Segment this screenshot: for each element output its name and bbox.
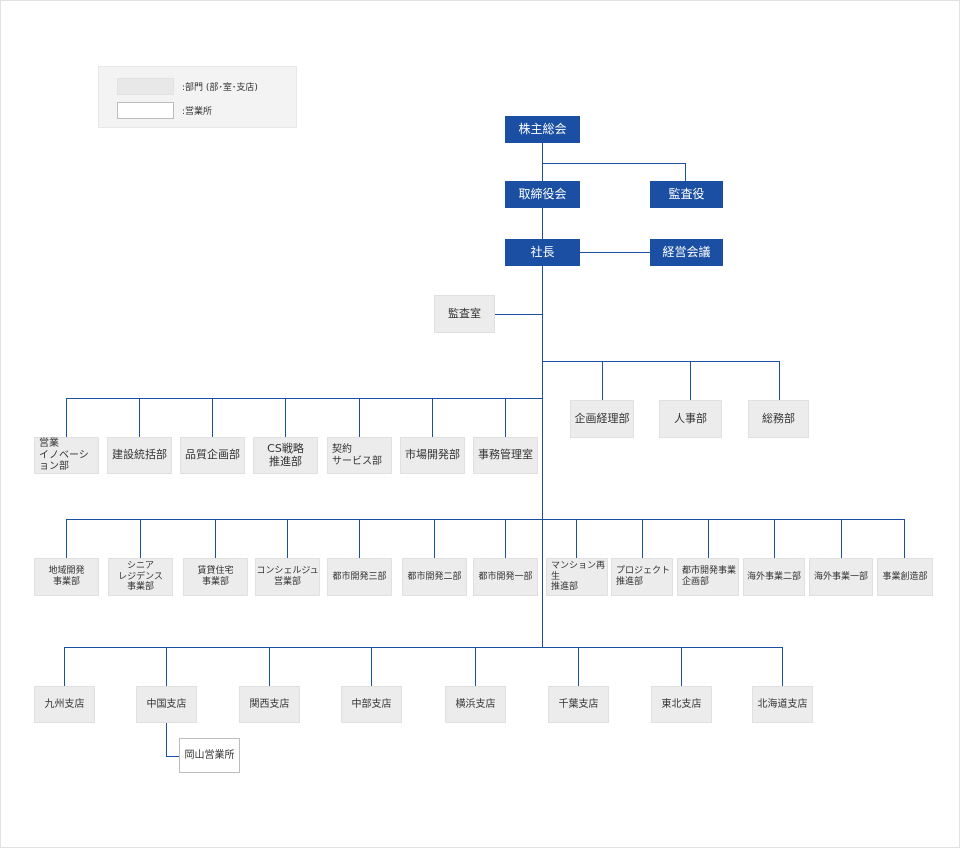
node-dept-row2: 海外事業二部	[743, 558, 805, 596]
node-dept-row2: 地域開発 事業部	[34, 558, 99, 596]
legend: :部門 (部･室･支店) :営業所	[98, 66, 297, 128]
legend-swatch-office	[117, 102, 174, 119]
node-dept-row2: コンシェルジュ 営業部	[255, 558, 320, 596]
node-branch: 横浜支店	[445, 686, 506, 723]
legend-swatch-dept	[117, 78, 174, 95]
node-dept-row2: 都市開発二部	[402, 558, 467, 596]
node-dept-row1: 営業 イノベーション部	[34, 437, 99, 474]
node-branch: 千葉支店	[548, 686, 609, 723]
node-auditor: 監査役	[650, 181, 723, 208]
legend-office-label: :営業所	[182, 107, 213, 117]
node-dept-row2: 都市開発事業 企画部	[677, 558, 739, 596]
node-staff: 人事部	[659, 400, 722, 438]
node-dept-row2: マンション再生 推進部	[546, 558, 608, 596]
node-branch: 中国支店	[136, 686, 197, 723]
node-dept-row1: 市場開発部	[400, 437, 465, 474]
node-dept-row1: 事務管理室	[473, 437, 538, 474]
node-staff: 企画経理部	[570, 400, 634, 438]
node-branch: 東北支店	[651, 686, 712, 723]
node-dept-row2: プロジェクト 推進部	[611, 558, 673, 596]
node-branch: 関西支店	[239, 686, 300, 723]
node-branch: 九州支店	[34, 686, 95, 723]
node-dept-row1: CS戦略 推進部	[253, 437, 318, 474]
node-dept-row2: 事業創造部	[877, 558, 933, 596]
legend-dept-label: :部門 (部･室･支店)	[182, 83, 258, 93]
node-president: 社長	[505, 239, 580, 266]
node-dept-row2: 海外事業一部	[809, 558, 873, 596]
node-sales-office: 岡山営業所	[179, 738, 240, 773]
node-dept-row2: シニア レジデンス 事業部	[108, 558, 173, 596]
node-shareholders: 株主総会	[505, 116, 580, 143]
node-dept-row1: 品質企画部	[180, 437, 245, 474]
node-dept-row1: 契約 サービス部	[327, 437, 392, 474]
node-staff: 総務部	[748, 400, 809, 438]
node-dept-row2: 賃貸住宅 事業部	[183, 558, 248, 596]
node-dept-row2: 都市開発三部	[327, 558, 392, 596]
node-board: 取締役会	[505, 181, 580, 208]
node-audit-office: 監査室	[434, 295, 495, 333]
node-branch: 中部支店	[341, 686, 402, 723]
node-dept-row2: 都市開発一部	[473, 558, 538, 596]
node-branch: 北海道支店	[752, 686, 813, 723]
node-dept-row1: 建設統括部	[107, 437, 172, 474]
node-management-council: 経営会議	[650, 239, 723, 266]
